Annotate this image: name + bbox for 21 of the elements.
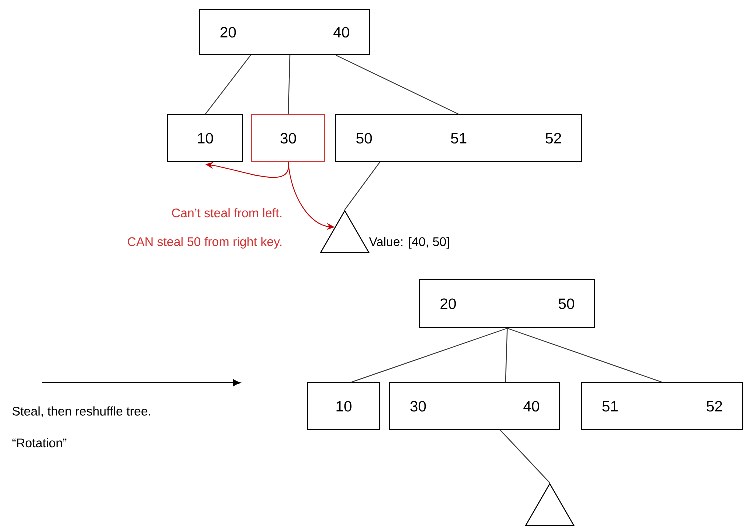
tree-edge <box>205 55 252 115</box>
tree-node-box: 10 <box>168 114 244 162</box>
tree-node-box: 51 52 <box>582 382 744 430</box>
value-label: Value: [40, 50] <box>369 237 450 249</box>
note-text: Can’t steal from left. <box>172 208 282 218</box>
tree-edge <box>288 55 291 115</box>
tree-edge <box>507 328 663 383</box>
tree-node-box: 50 51 52 <box>336 114 582 162</box>
tree-edge <box>500 430 550 484</box>
tree-node-box: 30 <box>252 114 326 162</box>
caption-text: “Rotation” <box>12 438 67 448</box>
note-text: CAN steal 50 from right key. <box>128 237 282 249</box>
tree-edge <box>344 162 380 210</box>
tree-node-box: 20 40 <box>200 10 370 56</box>
tree-edge <box>350 328 508 383</box>
tree-node-box: 20 50 <box>420 280 596 328</box>
tree-node-box: 10 <box>308 382 380 430</box>
tree-node-box: 30 40 <box>390 382 560 430</box>
caption-text: Steal, then reshuffle tree. <box>12 406 150 418</box>
tree-edge <box>505 328 508 383</box>
tree-edge <box>336 55 460 115</box>
